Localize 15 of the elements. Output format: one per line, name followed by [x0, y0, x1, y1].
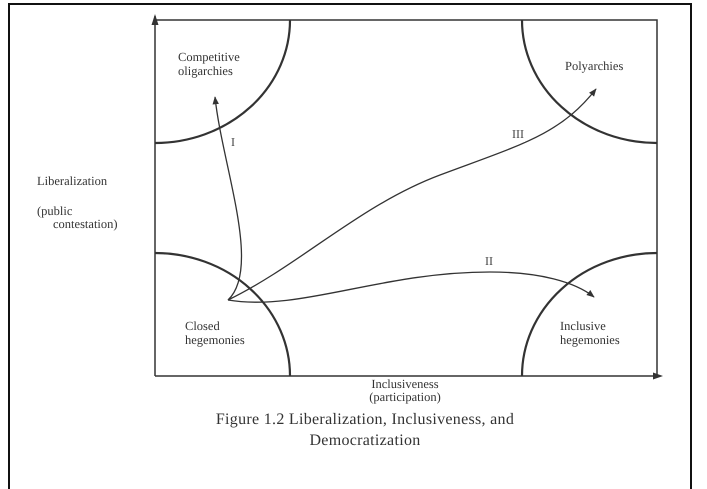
quadrant-region — [522, 253, 657, 376]
quadrant-region — [522, 20, 657, 143]
edge-label: III — [511, 127, 525, 142]
axis-label: Inclusiveness (participation) — [368, 378, 442, 404]
figure-caption: Figure 1.2 Liberalization, Inclusiveness, and Democratization — [214, 410, 516, 451]
arrow — [228, 88, 597, 301]
region-label: Closed hegemonies — [185, 319, 246, 347]
arrow — [228, 271, 595, 303]
axis-label: (public contestation) — [37, 205, 119, 231]
region-label: Competitive oligarchies — [178, 50, 241, 78]
region-label: Polyarchies — [565, 59, 624, 73]
arrow — [212, 96, 242, 300]
quadrant-region — [155, 253, 290, 376]
axis-label: Liberalization — [37, 175, 108, 188]
region-label: Inclusive hegemonies — [560, 319, 621, 347]
